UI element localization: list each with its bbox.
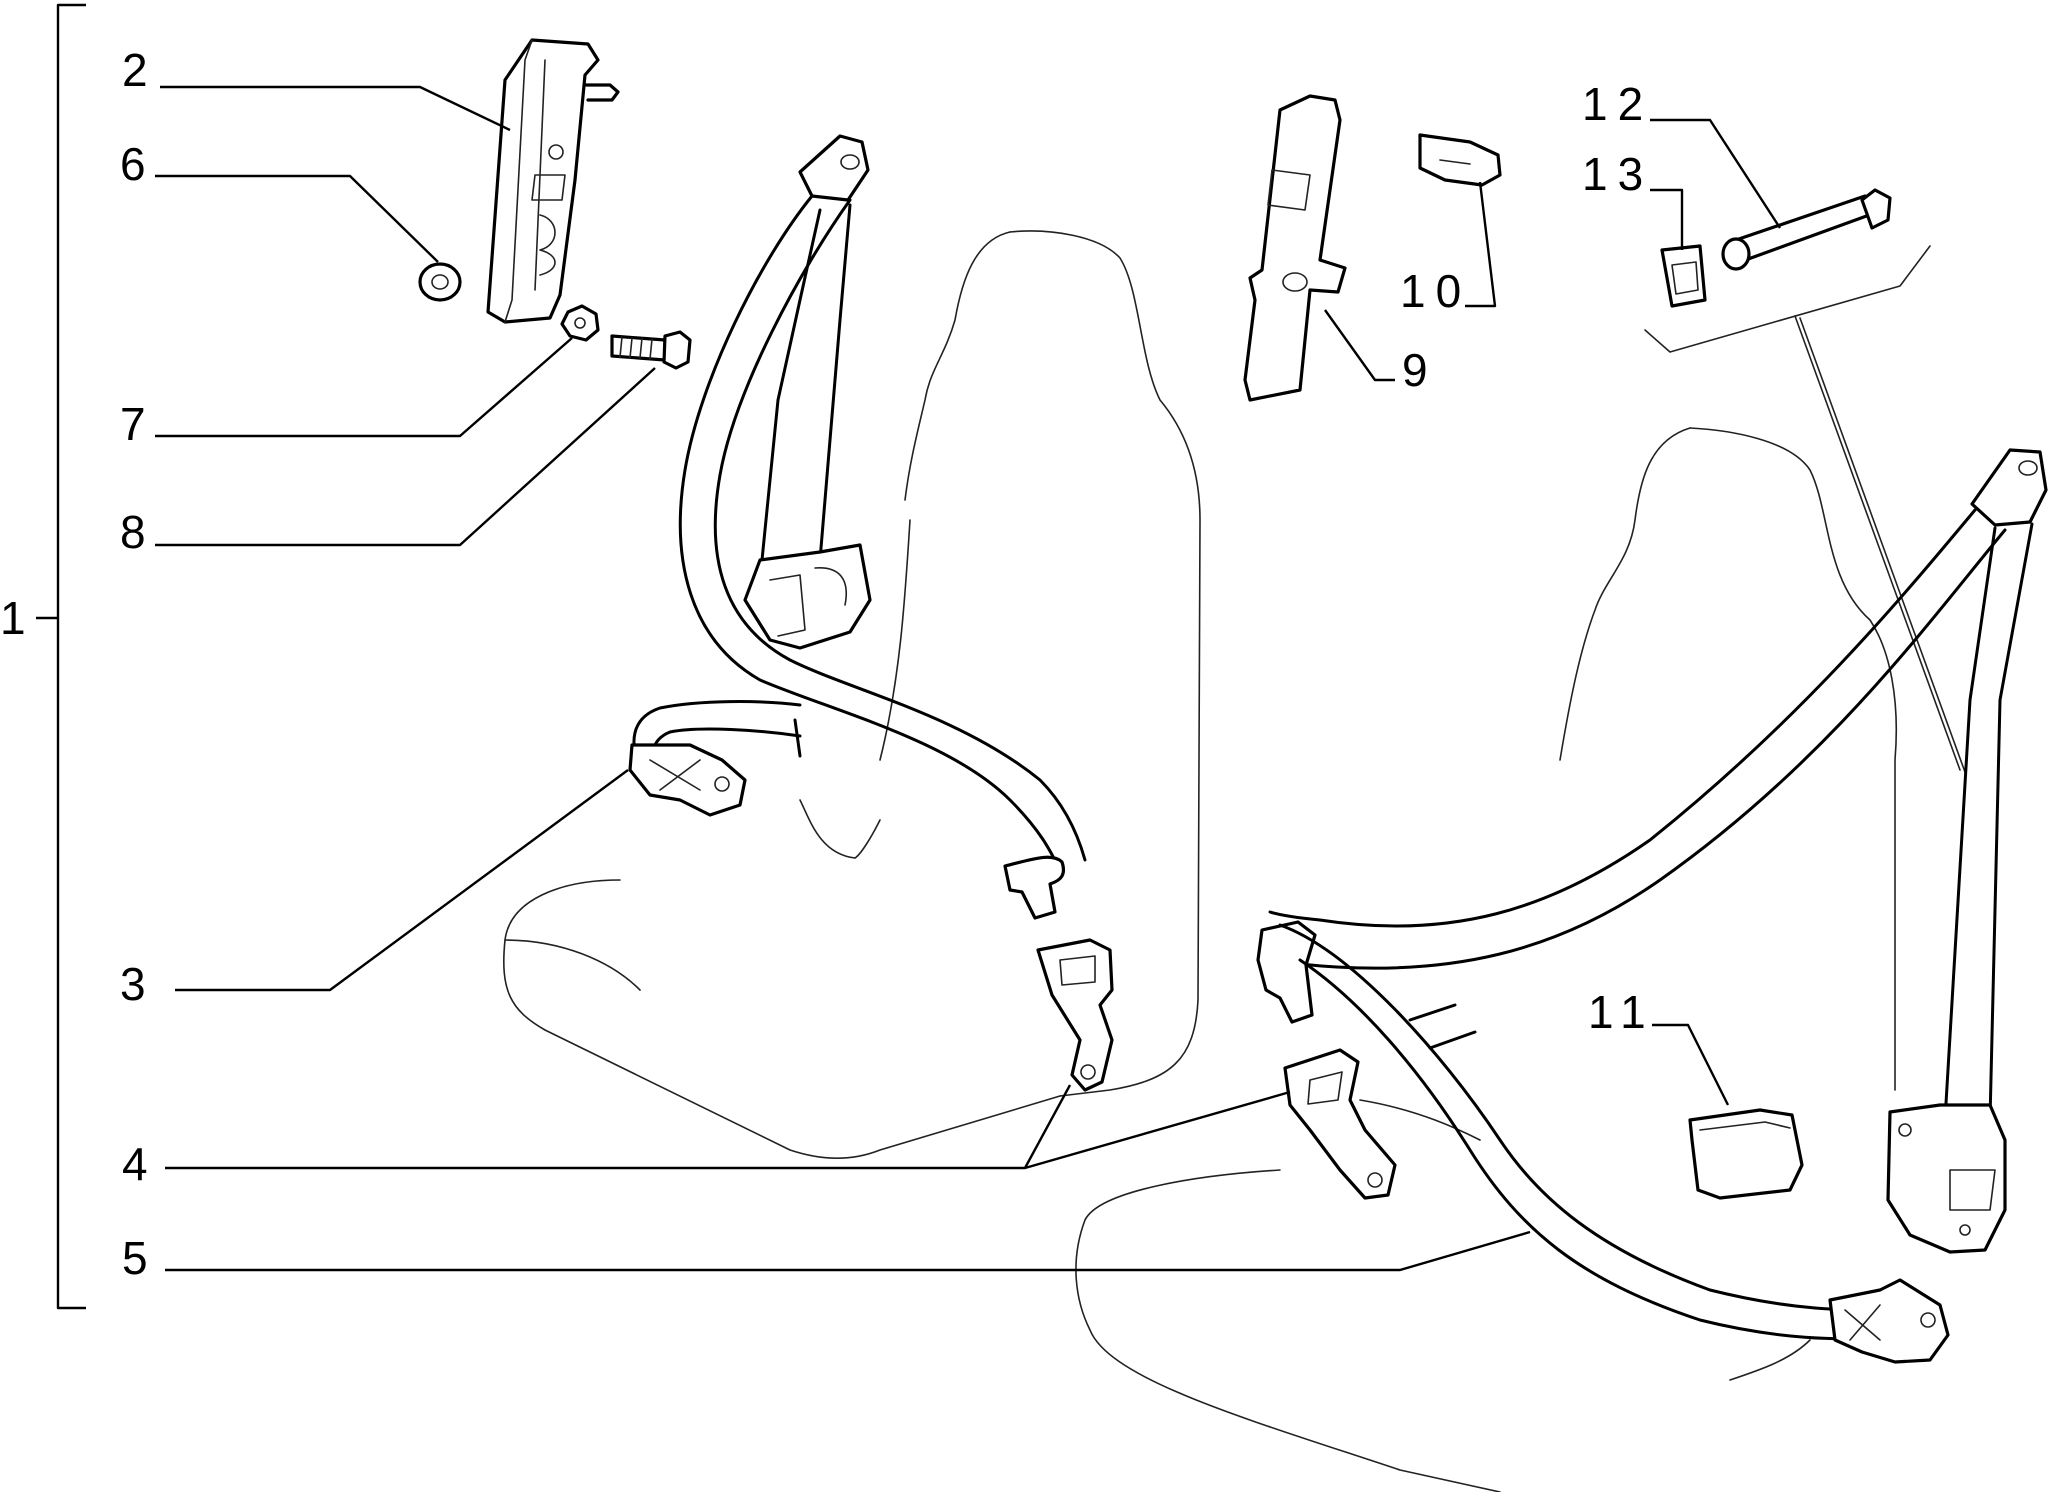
cover-cap-part	[1418, 133, 1502, 187]
leader-6	[155, 174, 439, 263]
label-3: 3	[120, 958, 146, 1010]
leader-11	[1652, 1023, 1730, 1106]
label-1: 1	[0, 592, 26, 644]
clip-part	[1660, 244, 1707, 308]
label-11: 11	[1588, 986, 1656, 1038]
label-6: 6	[120, 138, 146, 190]
label-13: 13	[1582, 148, 1653, 200]
label-12: 12	[1582, 78, 1653, 130]
leader-8	[155, 367, 656, 547]
right-seat-belt	[1256, 448, 2048, 1364]
left-seat-belt	[628, 134, 1114, 1092]
label-10: 10	[1400, 265, 1471, 317]
leader-9	[1324, 309, 1395, 382]
pin-part	[1721, 188, 1892, 271]
leader-12	[1650, 118, 1782, 229]
label-7: 7	[120, 398, 146, 450]
group-bracket	[36, 3, 86, 1310]
leader-5	[165, 1230, 1531, 1272]
leader-2	[160, 85, 511, 132]
washer-part	[418, 262, 462, 302]
right-seat-outline	[1075, 427, 1898, 1492]
leader-10	[1465, 181, 1497, 308]
reference-labels: 1 2 6 7 8 3 4 5 9 10 11 12 13	[0, 44, 1656, 1284]
leader-3	[175, 769, 629, 992]
nut-part	[560, 304, 600, 342]
label-5: 5	[122, 1232, 148, 1284]
leader-7	[155, 337, 573, 438]
label-4: 4	[122, 1138, 148, 1190]
label-9: 9	[1402, 344, 1428, 396]
anchor-bracket-part	[486, 38, 620, 324]
label-2: 2	[122, 44, 148, 96]
reference-line	[1644, 245, 1966, 773]
slider-rail-part	[1243, 94, 1347, 402]
leader-lines	[155, 85, 1782, 1272]
leader-4	[165, 1084, 1291, 1170]
left-seat-outline	[503, 230, 1201, 1160]
leader-13	[1650, 188, 1684, 250]
bolt-part	[610, 330, 692, 370]
label-8: 8	[120, 506, 146, 558]
